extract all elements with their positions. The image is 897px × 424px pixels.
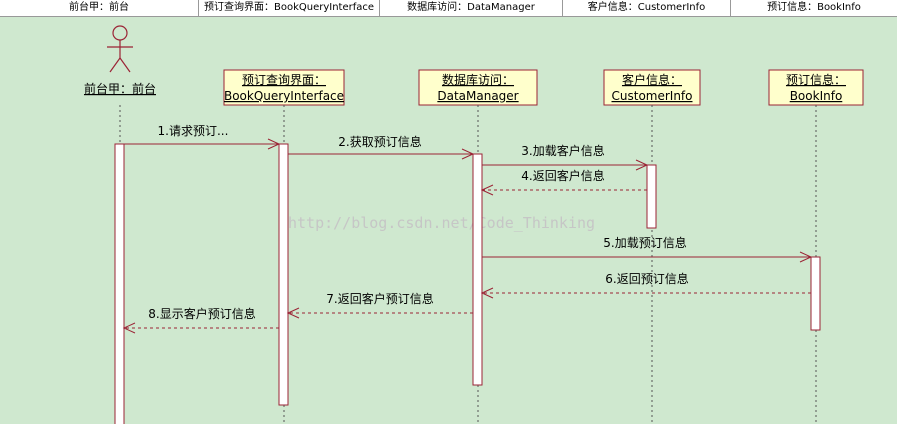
message-label: 8.显示客户预订信息 — [148, 306, 255, 321]
actor-name: 前台甲：前台 — [84, 81, 156, 96]
stick-figure-icon[interactable] — [107, 25, 133, 73]
message-1[interactable]: 1.请求预订... — [124, 124, 281, 150]
message-8[interactable]: 8.显示客户预订信息 — [122, 306, 279, 334]
lifeline-box-datamanager[interactable]: 数据库访问： DataManager — [418, 69, 538, 106]
lifeline-box-bookqueryinterface[interactable]: 预订查询界面： BookQueryInterface — [223, 69, 345, 106]
header-cell-datamanager[interactable]: 数据库访问：DataManager — [380, 0, 563, 16]
activation-datamanager — [472, 153, 483, 386]
lifeline-class: DataManager — [437, 89, 518, 103]
lifeline-title: 预订信息： — [786, 72, 846, 87]
lifeline-class: CustomerInfo — [612, 89, 693, 103]
message-label: 5.加载预订信息 — [603, 235, 686, 250]
message-2[interactable]: 2.获取预订信息 — [288, 134, 475, 160]
message-label: 3.加载客户信息 — [521, 143, 604, 158]
message-7[interactable]: 7.返回客户预订信息 — [286, 291, 473, 319]
message-5[interactable]: 5.加载预订信息 — [482, 235, 813, 263]
activation-customerinfo — [646, 164, 657, 229]
message-label: 1.请求预订... — [158, 124, 229, 138]
lifeline-header-bar: 前台甲：前台 预订查询界面：BookQueryInterface 数据库访问：D… — [0, 0, 897, 17]
watermark-text: http://blog.csdn.net/Code_Thinking — [288, 214, 595, 232]
header-cell-bookqueryinterface[interactable]: 预订查询界面：BookQueryInterface — [199, 0, 380, 16]
activation-bookqueryinterface — [278, 143, 289, 406]
message-label: 7.返回客户预订信息 — [326, 291, 433, 306]
activation-actor — [114, 143, 125, 424]
message-label: 6.返回预订信息 — [605, 271, 688, 286]
lifeline-title: 数据库访问： — [442, 72, 514, 87]
message-label: 4.返回客户信息 — [521, 168, 604, 183]
lifeline-class: BookInfo — [790, 89, 843, 103]
lifeline-class: BookQueryInterface — [224, 89, 344, 103]
lifeline-box-customerinfo[interactable]: 客户信息： CustomerInfo — [603, 69, 701, 106]
header-cell-bookinfo[interactable]: 预订信息：BookInfo — [767, 2, 861, 13]
message-label: 2.获取预订信息 — [338, 134, 421, 149]
lifeline-title: 预订查询界面： — [242, 73, 326, 87]
message-3[interactable]: 3.加载客户信息 — [482, 143, 649, 171]
activation-bookinfo — [810, 256, 821, 331]
header-cell-actor[interactable]: 前台甲：前台 — [0, 0, 199, 16]
header-cell-customerinfo[interactable]: 客户信息：CustomerInfo — [563, 0, 731, 16]
message-6[interactable]: 6.返回预订信息 — [480, 271, 811, 299]
message-4[interactable]: 4.返回客户信息 — [480, 168, 647, 196]
lifeline-title: 客户信息： — [622, 72, 682, 87]
lifeline-box-bookinfo[interactable]: 预订信息： BookInfo — [768, 69, 864, 106]
